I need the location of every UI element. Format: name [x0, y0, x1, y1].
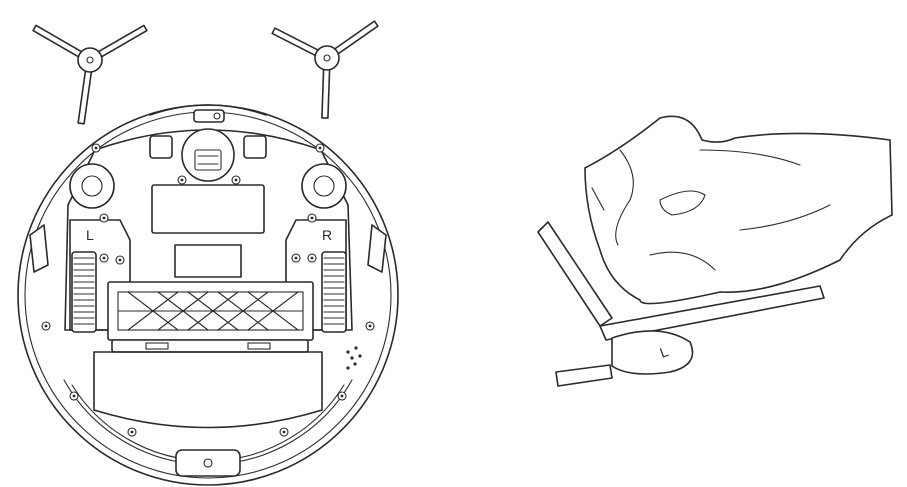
- side-clip-right: [367, 224, 387, 273]
- side-brush-cleaning: L: [537, 115, 893, 387]
- chassis-plate: [64, 129, 353, 331]
- label-plate: [174, 244, 242, 278]
- right-drive-wheel: [321, 251, 347, 333]
- main-roller-brush: [107, 281, 314, 341]
- detached-side-brush: L: [537, 221, 825, 387]
- speaker-grille: [346, 346, 362, 370]
- robot-underside: L R: [17, 104, 399, 486]
- brush-guard: [111, 339, 309, 353]
- side-brush-right: [271, 20, 379, 119]
- cloth-hand: [584, 115, 893, 305]
- charging-contact-right: [243, 135, 267, 159]
- side-clip-left: [29, 224, 49, 273]
- battery-cover: [151, 184, 265, 234]
- charging-contact-left: [149, 135, 173, 159]
- screws: [41, 143, 375, 437]
- right-wheel-label: R: [322, 227, 332, 243]
- dust-bin: [93, 351, 323, 429]
- left-drive-wheel: [71, 251, 97, 333]
- side-brush-left: [32, 24, 148, 125]
- left-wheel-label: L: [86, 227, 94, 243]
